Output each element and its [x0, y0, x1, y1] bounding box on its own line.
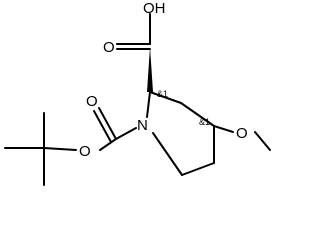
bond-c5-c6 [181, 162, 215, 176]
bond-c-double-o-boc-2 [93, 110, 112, 143]
wedge-c2-carboxyl [147, 47, 153, 92]
atom-o-acid: O [103, 39, 115, 56]
stereo-label-c4: &1 [199, 117, 210, 127]
structure-canvas: OH O N O O O &1 &1 [4, 0, 271, 186]
bond-carbonyl-ester-o [99, 138, 117, 151]
atom-oh: OH [143, 0, 166, 17]
atom-o-ester: O [79, 143, 91, 160]
atom-o-ether: O [236, 125, 248, 142]
atom-n: N [137, 117, 148, 134]
bond-c6-n [152, 132, 183, 176]
chemical-structure-diagram: OH O N O O O &1 &1 [4, 0, 271, 186]
bond-c2-c3 [149, 91, 182, 104]
stereo-label-c2: &1 [157, 89, 168, 99]
bond-c4-o [213, 125, 234, 133]
bond-ester-o-tbu [43, 147, 77, 151]
bond-n-c2 [146, 91, 151, 118]
atom-o-boc-carbonyl: O [86, 93, 98, 110]
bond-o-ch3 [254, 131, 271, 151]
bond-c-double-o-boc-1 [98, 107, 117, 140]
bond-n-carbonyl [115, 127, 137, 140]
bond-c3-c4 [180, 102, 215, 127]
